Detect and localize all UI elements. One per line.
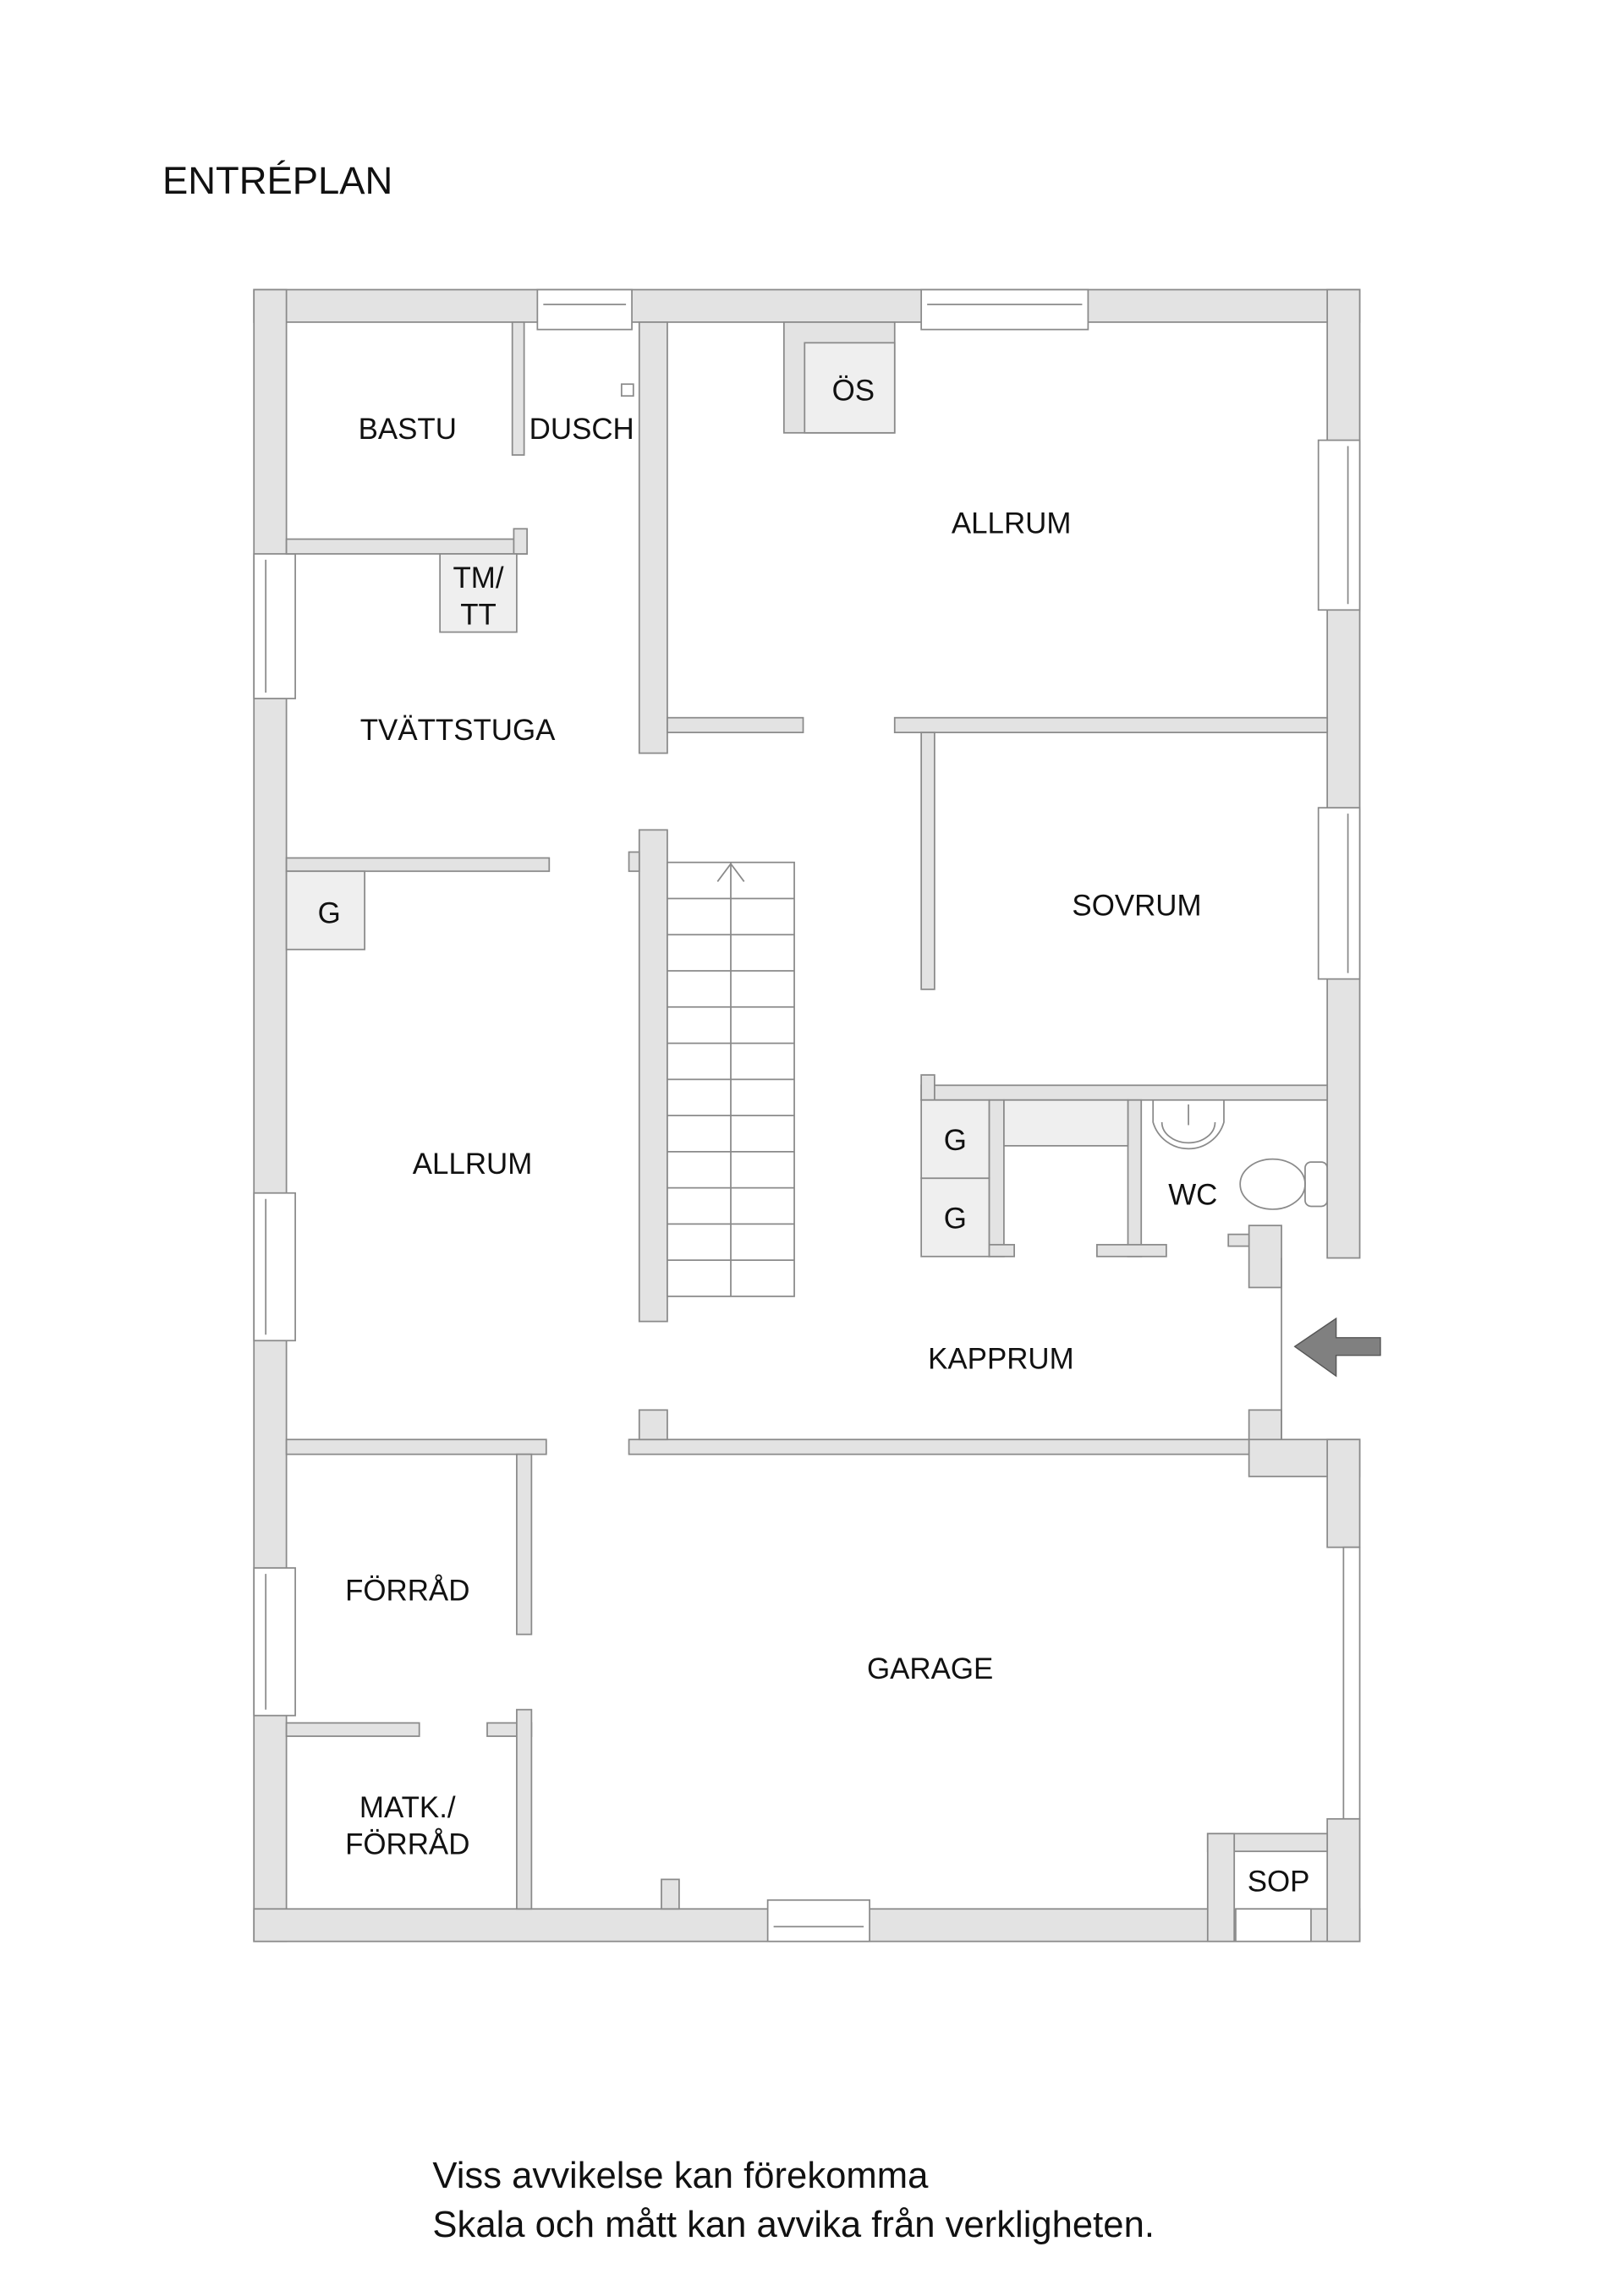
room-label-matk: MATK./ — [359, 1791, 456, 1824]
room-label-allrum-upper: ALLRUM — [952, 507, 1072, 540]
toilet-icon — [1239, 1158, 1329, 1210]
room-label-sop: SOP — [1248, 1865, 1310, 1898]
room-labels: BASTU DUSCH ÖS ALLRUM TM/ TT TVÄTTSTUGA … — [318, 374, 1310, 1898]
outer-walls — [253, 288, 1361, 1943]
room-label-forrad: FÖRRÅD — [345, 1574, 469, 1607]
g-box — [920, 1177, 990, 1258]
room-label-tmtt-2: TT — [460, 599, 497, 632]
os-box — [804, 342, 896, 434]
g-box — [920, 1099, 990, 1180]
room-label-g: G — [944, 1203, 967, 1236]
room-label-sovrum: SOVRUM — [1072, 890, 1201, 923]
room-label-allrum-lower: ALLRUM — [413, 1148, 533, 1181]
room-label-dusch: DUSCH — [529, 413, 634, 446]
room-label-g: G — [944, 1124, 967, 1157]
sink-icon — [1152, 1099, 1225, 1150]
room-label-kapprum: KAPPRUM — [928, 1342, 1074, 1375]
room-label-bastu: BASTU — [359, 413, 457, 446]
disclaimer-line-1: Viss avvikelse kan förekomma — [432, 2156, 929, 2196]
g-box — [285, 870, 365, 951]
entrance-arrow-icon — [1293, 1317, 1381, 1378]
disclaimer-line-2: Skala och mått kan avvika från verklighe… — [432, 2205, 1155, 2245]
plan-title: ENTRÉPLAN — [162, 159, 392, 202]
tmtt-box — [439, 553, 518, 633]
room-label-os: ÖS — [832, 374, 875, 407]
room-label-garage: GARAGE — [867, 1652, 993, 1685]
windows — [253, 288, 1361, 1943]
room-label-wc: WC — [1168, 1179, 1217, 1212]
room-label-matk-2: FÖRRÅD — [345, 1828, 469, 1861]
room-label-tvattstuga: TVÄTTSTUGA — [360, 714, 556, 747]
fixtures — [285, 342, 1329, 1258]
closet-shelf — [1003, 1099, 1129, 1147]
shower-icon — [620, 383, 634, 397]
staircase — [667, 861, 795, 1297]
room-label-tmtt: TM/ — [453, 562, 503, 595]
room-label-g: G — [318, 896, 341, 929]
